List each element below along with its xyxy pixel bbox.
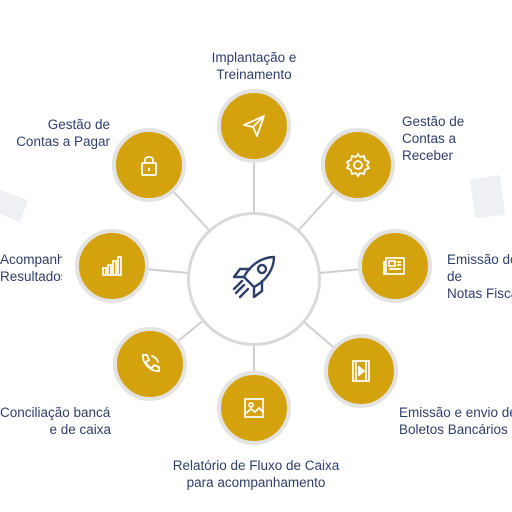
rocket-icon: [232, 255, 276, 299]
boletos-node[interactable]: [324, 334, 398, 408]
label-line: Emissão e envio de: [399, 405, 512, 420]
label-line: Contas a: [402, 131, 457, 146]
conciliacao-node[interactable]: [113, 327, 187, 401]
lock-icon: [141, 156, 157, 176]
gear-icon: [345, 152, 371, 178]
fluxo-caixa-node[interactable]: [217, 371, 291, 445]
label-line: Resultados: [0, 269, 62, 284]
label-line: de: [447, 269, 463, 284]
implantacao-node[interactable]: [217, 89, 291, 163]
label-line: Acompanhamento de: [0, 252, 62, 267]
image-icon: [244, 398, 264, 418]
fluxo-caixa-label: Relatório de Fluxo de Caixa para acompan…: [150, 457, 362, 491]
label-line: Relatório de Fluxo de Caixa: [172, 458, 340, 473]
label-line: Gestão de: [402, 114, 465, 129]
label-line: Contas a Pagar: [16, 134, 110, 149]
center-hub: [187, 212, 321, 346]
boletos-label: Emissão e envio de Boletos Bancários: [399, 404, 512, 438]
phone-icon: [142, 354, 160, 372]
contas-pagar-node[interactable]: [112, 128, 186, 202]
label-line: Emissão de: [447, 252, 512, 267]
newspaper-icon: [383, 257, 405, 275]
label-line: Receber: [402, 148, 454, 163]
film-play-icon: [352, 360, 370, 382]
label-line: Gestão de: [47, 117, 110, 132]
notas-fiscais-node[interactable]: [358, 229, 432, 303]
label-line: Conciliação bancária: [0, 405, 111, 420]
label-line: Treinamento: [216, 67, 292, 82]
implantacao-label: Implantação e Treinamento: [184, 49, 324, 83]
contas-receber-label: Gestão de Contas a Receber: [402, 113, 507, 164]
contas-pagar-label: Gestão de Contas a Pagar: [0, 116, 110, 150]
label-line: Boletos Bancários: [399, 422, 508, 437]
label-line: Implantação e: [211, 50, 297, 65]
label-line: e de caixa: [49, 422, 111, 437]
label-line: Notas Fiscais: [447, 286, 512, 301]
notas-fiscais-label: Emissão de de Notas Fiscais: [447, 251, 512, 302]
conciliacao-label: Conciliação bancária e de caixa: [0, 404, 111, 438]
resultados-node[interactable]: [75, 229, 149, 303]
resultados-label: Acompanhamento de Resultados: [0, 251, 62, 285]
bar-chart-icon: [102, 256, 122, 276]
contas-receber-node[interactable]: [321, 128, 395, 202]
label-line: para acompanhamento: [186, 475, 326, 490]
paper-plane-icon: [243, 115, 265, 137]
